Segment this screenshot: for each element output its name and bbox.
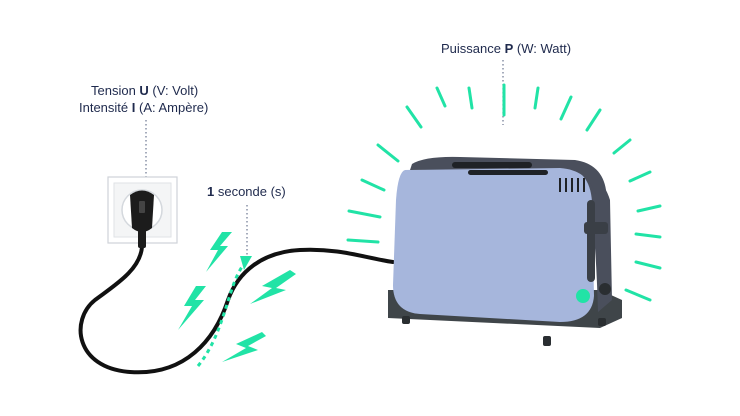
toaster-icon — [388, 156, 622, 346]
voltage-label: Tension U (V: Volt) — [91, 82, 198, 99]
voltage-symbol: U — [139, 83, 149, 98]
time-label: 1 seconde (s) — [207, 183, 286, 200]
voltage-label-unit: (V: Volt) — [148, 83, 199, 98]
power-symbol: P — [504, 41, 514, 56]
current-label-prefix: Intensité — [79, 100, 132, 115]
current-arrow-icon — [240, 256, 252, 270]
time-label-unit: seconde (s) — [214, 184, 286, 199]
power-label: Puissance P (W: Watt) — [441, 40, 571, 57]
current-symbol: I — [131, 100, 136, 115]
lightning-bolt-icon — [206, 232, 232, 272]
time-number: 1 — [207, 184, 215, 199]
power-cable — [78, 245, 395, 375]
plug-icon — [130, 190, 154, 248]
power-label-unit: (W: Watt) — [513, 41, 572, 56]
current-label: Intensité I (A: Ampère) — [79, 99, 208, 116]
lightning-bolt-icon — [178, 286, 206, 330]
lightning-bolt-icon — [250, 270, 296, 304]
lightning-bolt-icon — [222, 332, 266, 362]
power-label-prefix: Puissance — [441, 41, 505, 56]
heat-ray-icon — [346, 83, 662, 302]
voltage-label-prefix: Tension — [91, 83, 140, 98]
current-label-unit: (A: Ampère) — [135, 100, 209, 115]
